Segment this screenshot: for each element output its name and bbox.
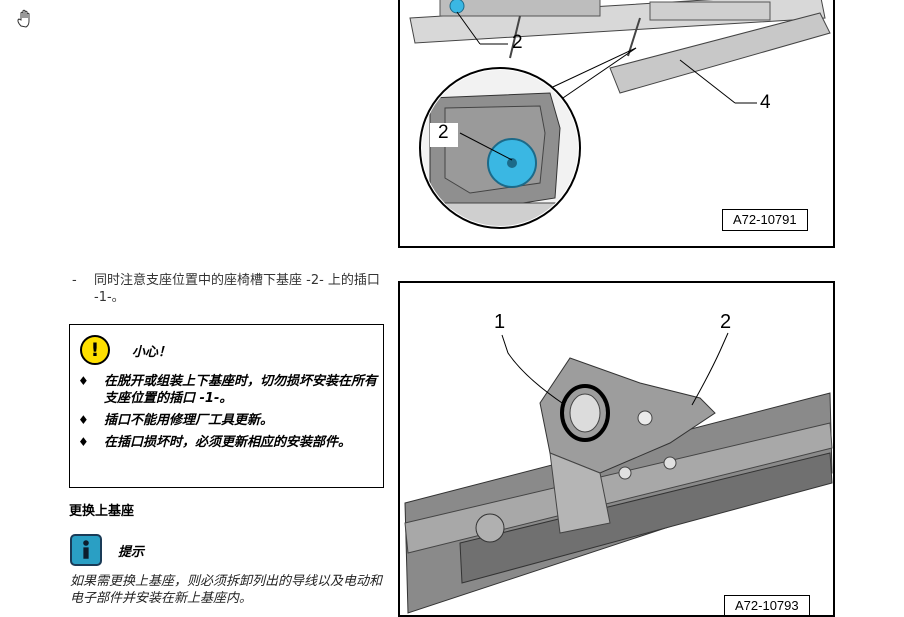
caution-item-text: 在脱开或组装上下基座时，切勿损坏安装在所有支座位置的插口 -1-。 — [104, 374, 378, 406]
figure-id-label: A72-10791 — [722, 209, 808, 231]
caution-item: ♦ 插口不能用修理厂工具更新。 — [78, 412, 378, 429]
info-icon — [70, 534, 102, 566]
diamond-bullet-icon: ♦ — [78, 435, 89, 449]
hand-icon — [17, 9, 30, 28]
hint-title: 提示 — [118, 545, 145, 560]
bullet-note: - 同时注意支座位置中的座椅槽下基座 -2- 上的插口 -1-。 — [72, 272, 382, 306]
callout-1: 1 — [494, 311, 506, 333]
seat-rail-illustration-bottom — [404, 332, 833, 614]
bullet-note-text: 同时注意支座位置中的座椅槽下基座 -2- 上的插口 -1-。 — [94, 273, 380, 305]
diamond-bullet-icon: ♦ — [78, 374, 89, 388]
bullet-dash: - — [72, 273, 77, 288]
caution-item: ♦ 在脱开或组装上下基座时，切勿损坏安装在所有支座位置的插口 -1-。 — [78, 373, 378, 407]
caution-item-text: 插口不能用修理厂工具更新。 — [104, 413, 274, 428]
figure-seat-rail-bottom: 1 2 A72-10793 — [398, 281, 835, 617]
caution-item: ♦ 在插口损坏时，必须更新相应的安装部件。 — [78, 434, 378, 451]
callout-2-top: 2 — [512, 32, 523, 53]
figure-id-label: A72-10793 — [724, 595, 810, 615]
diamond-bullet-icon: ♦ — [78, 413, 89, 427]
figure-seat-rail-top: 2 2 4 A72-10791 — [398, 0, 835, 248]
seat-rail-illustration-top — [409, 0, 831, 229]
section-heading: 更换上基座 — [69, 504, 135, 519]
callout-2-zoom: 2 — [438, 122, 449, 143]
caution-box: ! 小心！ ♦ 在脱开或组装上下基座时，切勿损坏安装在所有支座位置的插口 -1-… — [69, 324, 384, 488]
callout-2-bottom: 2 — [720, 311, 732, 333]
caution-icon: ! — [80, 335, 110, 365]
caution-title: 小心！ — [132, 345, 172, 360]
callout-4: 4 — [760, 92, 771, 113]
caution-item-text: 在插口损坏时，必须更新相应的安装部件。 — [104, 435, 352, 450]
hint-text: 如果需更换上基座，则必须拆卸列出的导线以及电动和电子部件并安装在新上基座内。 — [70, 574, 383, 606]
caution-list: ♦ 在脱开或组装上下基座时，切勿损坏安装在所有支座位置的插口 -1-。 ♦ 插口… — [78, 373, 378, 456]
